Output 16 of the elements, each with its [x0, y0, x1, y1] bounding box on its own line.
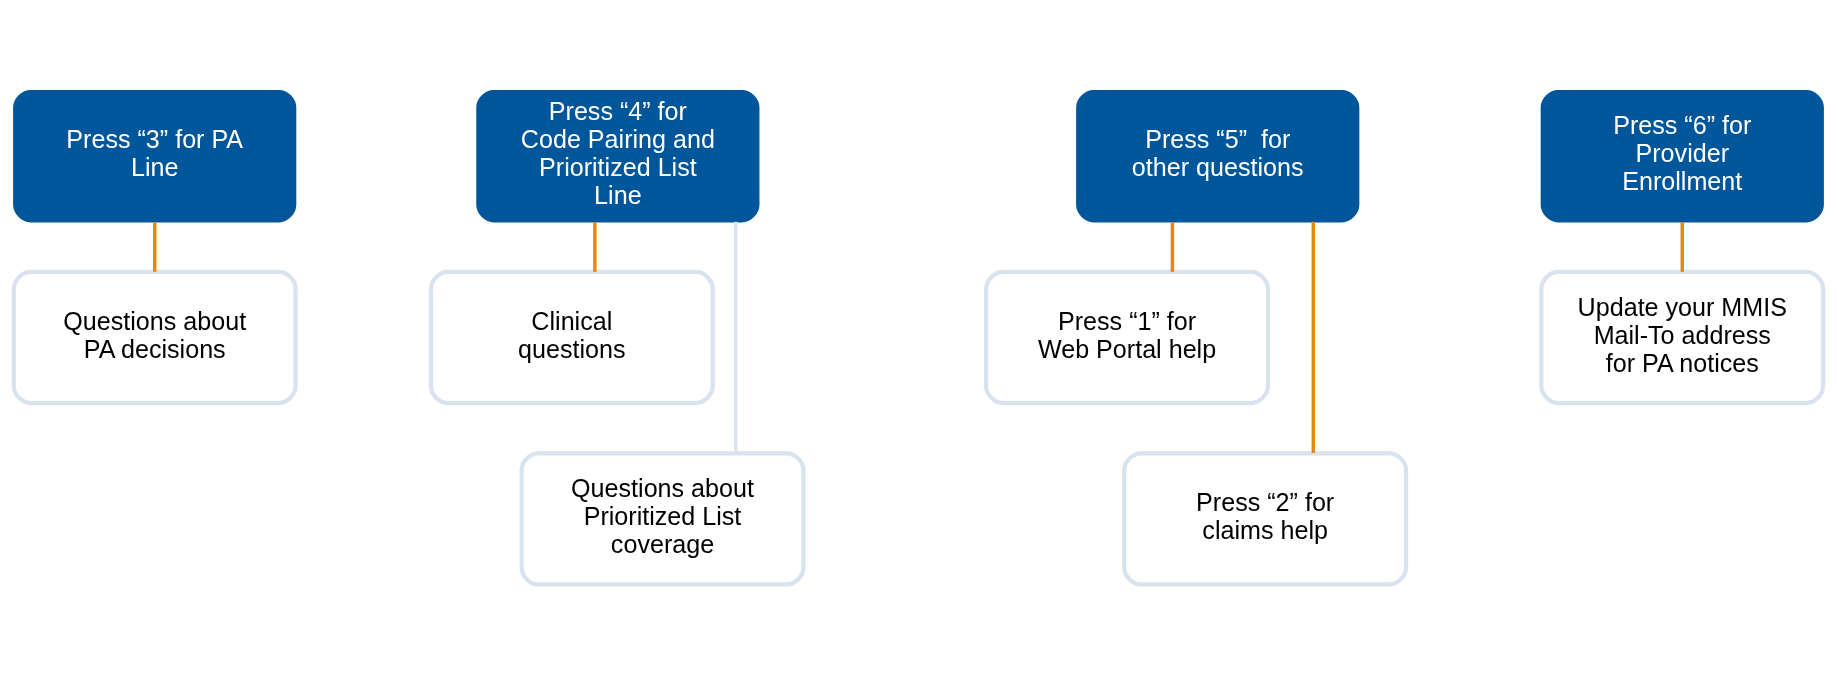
node-box: Press “3” for PA Line — [13, 89, 297, 222]
node-box: Press “2” for claims help — [1122, 450, 1409, 586]
connector — [1170, 221, 1175, 272]
connector — [1311, 221, 1316, 453]
node-box: Press “4” for Code Pairing and Prioritized List Line — [476, 89, 760, 222]
node-box: Update your MMIS Mail-To address for PA notices — [1539, 269, 1826, 405]
node-box: Questions about PA decisions — [11, 269, 298, 405]
connector — [152, 221, 157, 272]
node-box: Press “1” for Web Portal help — [984, 269, 1271, 405]
node-box: Clinical questions — [428, 269, 715, 405]
connector — [593, 221, 597, 272]
connector — [734, 221, 738, 453]
connector — [1680, 221, 1685, 272]
node-box: Press “5” for other questions — [1076, 89, 1360, 222]
node-box: Questions about Prioritized List coverage — [519, 450, 806, 586]
node-box: Press “6” for Provider Enrollment — [1540, 89, 1824, 222]
